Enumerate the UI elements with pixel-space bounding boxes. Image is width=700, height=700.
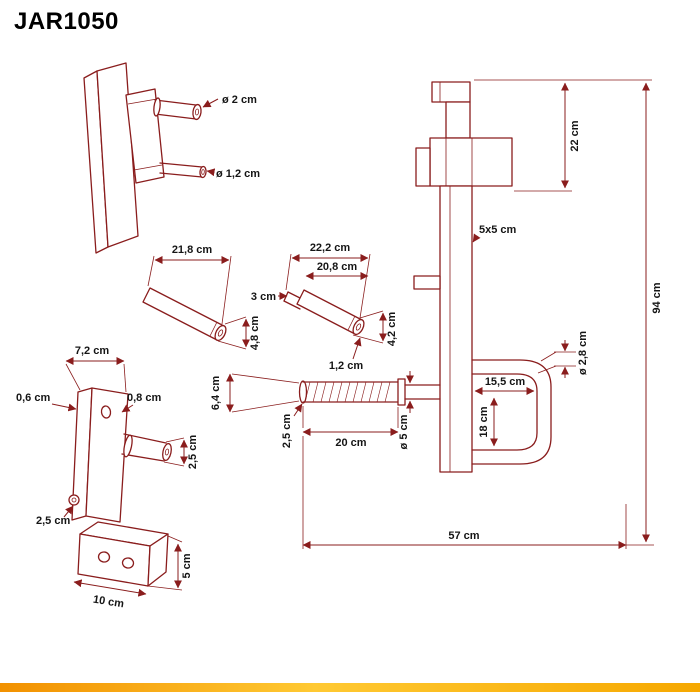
mount-neck <box>445 101 471 139</box>
dim-pina-diameter: 4,8 cm <box>249 316 261 350</box>
dim-total-height: 94 cm <box>651 282 663 313</box>
bracket-pin-end <box>162 442 172 462</box>
dim-bracket-width: 7,2 cm <box>75 345 109 357</box>
mount-main-block <box>429 137 513 187</box>
page-title: JAR1050 <box>14 8 119 35</box>
dim-bracket-pin-diameter: 2,5 cm <box>187 435 199 469</box>
side-tab <box>413 275 441 290</box>
small-pin-end <box>199 165 207 179</box>
dim-bar-offset: 2,5 cm <box>281 414 293 448</box>
dim-loop-tube-diameter: ø 2,8 cm <box>577 331 589 375</box>
dim-grip-length: 20 cm <box>335 437 366 449</box>
hook-bracket-drawing: 7,2 cm 0,6 cm 0,8 cm 2,5 cm 2,5 cm 10 cm <box>16 345 199 610</box>
dim-loop-height: 18 cm <box>478 406 490 437</box>
dim-pinb-diameter: 4,2 cm <box>386 312 398 346</box>
bracket-front-face <box>85 387 129 523</box>
dim-pin-small-diameter: ø 1,2 cm <box>216 168 260 180</box>
dim-pina-length: 21,8 cm <box>172 244 213 256</box>
dim-pinb-outer-length: 22,2 cm <box>310 242 351 254</box>
post-bracket-drawing: ø 2 cm ø 1,2 cm <box>83 62 260 254</box>
pin-a-end <box>214 324 227 342</box>
bar-collar <box>397 378 406 406</box>
assembly-drawing: 22 cm 94 cm 5x5 cm ø 2,8 cm 15,5 cm 18 c… <box>210 79 663 549</box>
mount-top-block <box>431 81 471 103</box>
dim-bracket-bolt-diameter: 2,5 cm <box>36 515 70 527</box>
dim-total-width: 57 cm <box>448 530 479 542</box>
bar-end-disc <box>298 380 308 404</box>
large-pin-collar <box>153 97 161 117</box>
dim-pinb-hole-diameter: 1,2 cm <box>329 360 363 372</box>
dim-pin-large-diameter: ø 2 cm <box>222 94 257 106</box>
dim-bar-diameter: ø 5 cm <box>398 414 410 449</box>
dim-tube-profile: 5x5 cm <box>479 224 517 236</box>
dim-base-height: 5 cm <box>181 553 193 578</box>
dim-bracket-right-thickness: 0,8 cm <box>127 392 161 404</box>
pin-b-body <box>296 289 363 335</box>
dim-base-depth: 10 cm <box>92 594 125 611</box>
dim-bracket-left-thickness: 0,6 cm <box>16 392 50 404</box>
base-right-face <box>147 533 169 587</box>
dim-pinb-inner-length: 20,8 cm <box>317 261 358 273</box>
dim-pinb-tip-length: 3 cm <box>251 291 276 303</box>
grip-knurling <box>304 381 391 403</box>
bracket-pin-collar <box>123 434 133 458</box>
pin-a-drawing: 21,8 cm 4,8 cm <box>142 244 261 350</box>
loop-outer <box>471 359 552 465</box>
dim-top-section-height: 22 cm <box>569 120 581 151</box>
mount-hook-lip <box>415 147 431 187</box>
pin-b-drawing: 22,2 cm 20,8 cm 3 cm 4,2 cm 1,2 cm <box>251 242 398 372</box>
dim-loop-width: 15,5 cm <box>485 376 526 388</box>
pin-b-end <box>352 318 365 336</box>
loop-inner <box>471 373 538 451</box>
square-tube <box>439 185 473 473</box>
bracket-bolt <box>68 494 80 506</box>
large-pin-end <box>192 103 202 121</box>
dim-bar-end-diameter: 6,4 cm <box>210 376 222 410</box>
brand-accent-bar <box>0 683 700 692</box>
